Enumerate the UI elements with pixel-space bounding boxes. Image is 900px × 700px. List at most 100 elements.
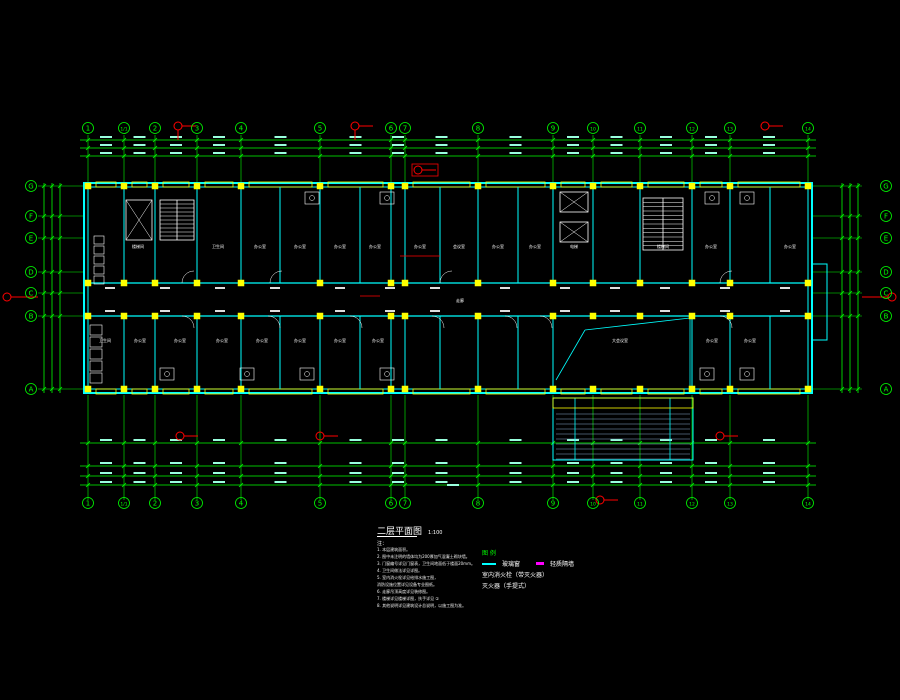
door-tag bbox=[270, 287, 280, 289]
door-swing bbox=[719, 315, 733, 329]
axis-bubble-row bbox=[25, 180, 37, 192]
dimension-tick bbox=[847, 313, 853, 319]
dimension-label bbox=[763, 144, 775, 146]
dimension-label bbox=[213, 439, 225, 441]
office-fixture bbox=[304, 191, 320, 205]
dimension-label bbox=[660, 439, 672, 441]
room-label-south: 卫生间 bbox=[99, 337, 111, 343]
door-tag bbox=[500, 310, 510, 312]
axis-bubble-label: F bbox=[884, 213, 888, 221]
structural-column bbox=[636, 279, 644, 287]
hall-line bbox=[584, 317, 691, 331]
section-mark bbox=[715, 431, 725, 441]
axis-bubble-row bbox=[880, 310, 892, 322]
dimension-tick bbox=[839, 183, 845, 189]
dimension-tick bbox=[194, 137, 200, 143]
office-fixture bbox=[239, 367, 255, 381]
structural-column bbox=[688, 385, 696, 393]
structural-column bbox=[237, 385, 245, 393]
dimension-label bbox=[705, 439, 717, 441]
notes-list: 1. 本层建筑面积。2. 图中未注明的墙体均为200厚加气混凝土砌块墙。3. 门… bbox=[377, 546, 487, 609]
dimension-tick bbox=[689, 137, 695, 143]
door-tag bbox=[660, 287, 670, 289]
axis-bubble-col bbox=[385, 122, 397, 134]
dimension-label bbox=[705, 481, 717, 483]
legend-label: 室内消火栓（带灭火器） bbox=[482, 572, 549, 579]
toilet-cubicle bbox=[89, 324, 103, 336]
dimension-tick bbox=[727, 137, 733, 143]
section-mark bbox=[413, 165, 423, 175]
room-label-north: 办公室 bbox=[369, 243, 381, 249]
axis-bubble-col bbox=[399, 122, 411, 134]
dimension-tick bbox=[317, 473, 323, 479]
axis-bubble-label: 9 bbox=[551, 500, 555, 508]
dimension-label bbox=[435, 144, 448, 146]
dimension-label bbox=[509, 144, 522, 146]
axis-bubble-label: 3 bbox=[195, 125, 199, 133]
dimension-label bbox=[349, 481, 362, 483]
dimension-tick bbox=[85, 482, 91, 488]
structural-column bbox=[549, 279, 557, 287]
dimension-tick bbox=[590, 153, 596, 159]
window-north bbox=[737, 181, 801, 188]
axis-bubble-label: 3 bbox=[195, 500, 199, 508]
dimension-tick bbox=[637, 440, 643, 446]
dimension-tick bbox=[550, 473, 556, 479]
window-south bbox=[412, 388, 471, 395]
toilet-cubicle bbox=[89, 348, 103, 360]
axis-bubble-label: 14 bbox=[805, 502, 811, 508]
structural-column bbox=[151, 182, 159, 190]
dimension-label bbox=[567, 439, 579, 441]
dimension-label bbox=[133, 481, 146, 483]
legend-title-row: 图 例 bbox=[482, 547, 574, 558]
axis-bubble-col bbox=[724, 122, 736, 134]
office-fixture bbox=[379, 367, 395, 381]
dimension-tick bbox=[590, 440, 596, 446]
toilet-cubicle bbox=[89, 336, 103, 348]
axis-bubble-label: 1 bbox=[86, 500, 90, 508]
dimension-tick bbox=[855, 290, 861, 296]
dimension-label bbox=[763, 472, 775, 474]
dimension-label bbox=[170, 152, 182, 154]
note-item: 6. 走廊吊顶高度详见装修图。 bbox=[377, 589, 431, 594]
dimension-tick bbox=[590, 482, 596, 488]
dimension-label bbox=[170, 144, 182, 146]
dimension-label bbox=[213, 144, 225, 146]
fixture-circle bbox=[164, 371, 170, 377]
dimension-label bbox=[133, 144, 146, 146]
dimension-label bbox=[274, 136, 287, 138]
dimension-label bbox=[435, 136, 448, 138]
structural-column bbox=[401, 279, 409, 287]
dimension-label bbox=[133, 472, 146, 474]
room-label-north: 楼梯间 bbox=[132, 243, 144, 249]
structural-column bbox=[84, 279, 92, 287]
dimension-tick bbox=[847, 213, 853, 219]
dimension-tick bbox=[805, 137, 811, 143]
dimension-tick bbox=[402, 440, 408, 446]
section-mark bbox=[760, 121, 770, 131]
dimension-label bbox=[763, 152, 775, 154]
legend-row-2: 室内消火栓（带灭火器） bbox=[482, 569, 574, 580]
structural-column bbox=[193, 385, 201, 393]
window-north bbox=[327, 181, 384, 188]
structural-column bbox=[549, 312, 557, 320]
dimension-label bbox=[660, 462, 672, 464]
dimension-label bbox=[392, 481, 404, 483]
dimension-label bbox=[567, 462, 579, 464]
dimension-tick bbox=[727, 145, 733, 151]
axis-bubble-col bbox=[802, 122, 814, 134]
door-tag bbox=[560, 287, 570, 289]
dimension-label bbox=[610, 439, 623, 441]
dimension-tick bbox=[49, 235, 55, 241]
dimension-tick bbox=[238, 153, 244, 159]
dimension-label bbox=[705, 136, 717, 138]
notes-label: 注： bbox=[377, 541, 388, 547]
dimension-tick bbox=[475, 463, 481, 469]
dimension-label bbox=[567, 481, 579, 483]
dimension-label bbox=[567, 144, 579, 146]
dimension-tick bbox=[689, 473, 695, 479]
axis-bubble-col bbox=[802, 497, 814, 509]
axis-bubble-label: 8 bbox=[476, 125, 480, 133]
axis-bubble-row bbox=[25, 210, 37, 222]
door-tag bbox=[610, 310, 620, 312]
